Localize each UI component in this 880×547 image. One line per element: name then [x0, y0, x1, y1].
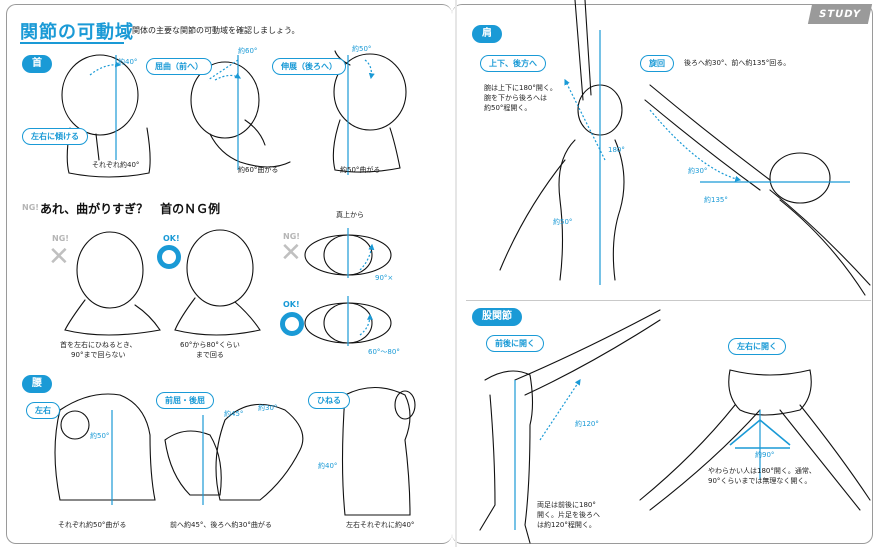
hip-lr-text: やわらかい人は180°開く。通常、 90°くらいまでは無理なく開く。 [708, 467, 816, 485]
top-view-ok-circle-icon [280, 312, 304, 336]
waist-fb-back-angle: 約30° [258, 404, 278, 412]
neck-tilt-angle: 約40° [118, 58, 138, 66]
waist-lr-figure [54, 393, 156, 501]
top-view-ok-label: OK! [283, 300, 300, 309]
neck-ext-tag: 伸展（後ろへ） [272, 58, 346, 75]
shoulder-rotation-text: 後ろへ約30°、前へ約135°回る。 [684, 59, 791, 67]
hip-fb-angle: 約120° [575, 420, 599, 428]
waist-lr-angle: 約50° [90, 432, 110, 440]
ng-section-title: あれ、曲がりすぎ？ 首のＮＧ例 [40, 202, 221, 216]
hip-lr-tag: 左右に開く [728, 338, 786, 355]
waist-twist-caption: 左右それぞれに約40° [346, 521, 415, 529]
top-view-ng-label: NG! [283, 232, 300, 241]
waist-fb-figure [164, 403, 304, 501]
waist-lr-tag: 左右 [26, 402, 60, 419]
left-page-border [6, 4, 452, 544]
shoulder-rotation-tag: 旋回 [640, 55, 674, 72]
title-underline [20, 42, 124, 44]
top-view-cross-icon: ✕ [280, 238, 302, 268]
ok-circle-icon [157, 245, 181, 269]
ng-caption: 首を左右にひねるとき、 90°まで回らない [60, 341, 137, 359]
top-view-ng-angle: 90°× [375, 274, 394, 282]
waist-fb-tag: 前屈・後屈 [156, 392, 214, 409]
section-divider [466, 300, 871, 301]
top-view-label: 真上から [336, 211, 364, 219]
section-shoulder: 肩 [472, 25, 502, 43]
shoulder-rotation-135: 約135° [704, 196, 728, 204]
neck-tilt-caption: それぞれ約40° [92, 161, 140, 169]
waist-fb-front-angle: 約45° [224, 410, 244, 418]
neck-ext-caption: 約50°曲がる [340, 166, 381, 174]
section-waist: 腰 [22, 375, 52, 393]
neck-flex-angle: 約60° [238, 47, 258, 55]
neck-flex-tag: 屈曲（前へ） [146, 58, 212, 75]
hip-fb-tag: 前後に開く [486, 335, 544, 352]
page-gutter [455, 0, 457, 547]
neck-tilt-figure [61, 54, 151, 178]
page-subtitle: 関体の主要な関節の可動域を確認しましょう。 [132, 26, 300, 35]
ng-label: NG! [52, 234, 69, 243]
hip-fb-figure [479, 309, 661, 544]
ng-head-figure [64, 231, 161, 336]
shoulder-angle-180: 180° [608, 146, 625, 154]
waist-lr-caption: それぞれ約50°曲がる [58, 521, 127, 529]
ng-cross-icon: ✕ [48, 242, 70, 272]
neck-ext-angle: 約50° [352, 45, 372, 53]
waist-twist-angle: 約40° [318, 462, 338, 470]
waist-twist-tag: ひねる [308, 392, 350, 409]
neck-flexion-figure [190, 61, 291, 168]
shoulder-updown-text: 腕は上下に180°開く。 腕を下から後ろへは 約50°程開く。 [484, 84, 557, 112]
right-page-border [452, 4, 873, 544]
section-neck: 首 [22, 55, 52, 73]
waist-fb-caption: 前へ約45°、後ろへ約30°曲がる [170, 521, 272, 529]
ok-label: OK! [163, 234, 180, 243]
hip-fb-text: 両足は前後に180° 開く。片足を後ろへ は約120°程開く。 [537, 501, 600, 529]
top-view-ok-angle: 60°～80° [368, 348, 400, 356]
shoulder-rotation-figure [644, 84, 871, 296]
waist-twist-figure [341, 387, 416, 516]
hip-lr-figure [639, 369, 871, 511]
ng-title-badge: NG! [22, 203, 39, 212]
page-title: 関節の可動域 [20, 22, 134, 43]
shoulder-angle-50: 約50° [553, 218, 573, 226]
shoulder-rotation-30: 約30° [688, 167, 708, 175]
hip-lr-angle: 約90° [755, 451, 775, 459]
neck-tilt-tag: 左右に傾ける [22, 128, 88, 145]
neck-flex-caption: 約60°曲がる [238, 166, 279, 174]
shoulder-updown-figure [499, 0, 625, 281]
ok-head-figure [174, 229, 261, 336]
shoulder-updown-tag: 上下、後方へ [480, 55, 546, 72]
ok-caption: 60°から80°くらい まで回る [180, 341, 240, 359]
section-hip: 股関節 [472, 308, 522, 326]
